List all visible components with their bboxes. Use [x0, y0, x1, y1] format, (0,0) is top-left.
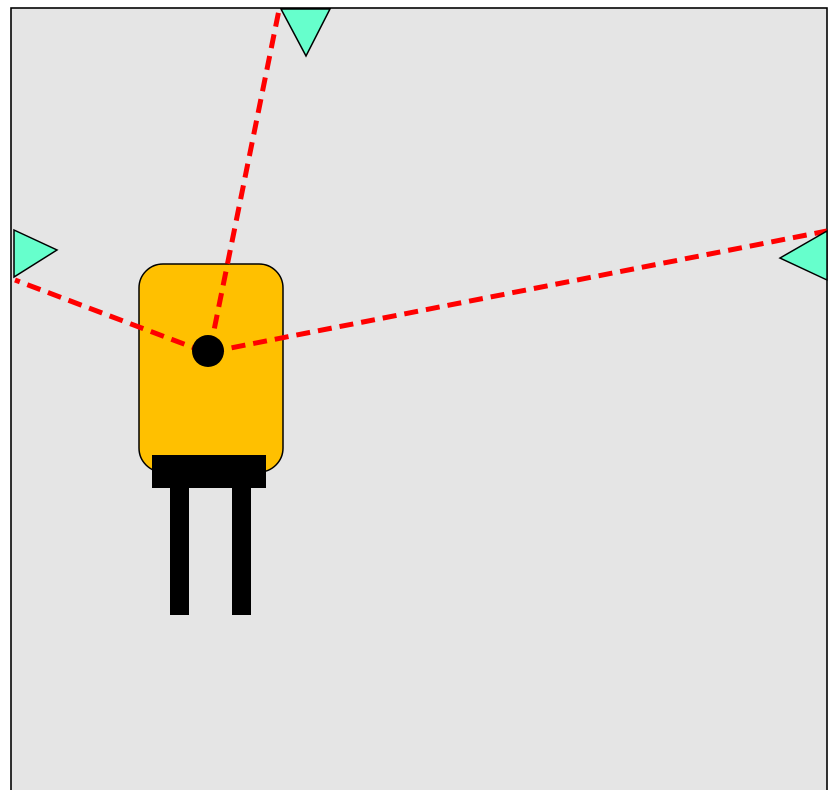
robot-wheel-base-front [152, 455, 266, 488]
bearing-lines [14, 9, 828, 355]
robot-center [192, 335, 224, 367]
beacon-right [778, 229, 828, 282]
bearing-line-left [14, 277, 206, 355]
robot-wheel-right [232, 480, 251, 615]
bearing-line-right [209, 228, 828, 355]
bearing-line-top [207, 9, 282, 351]
beacon-left [13, 228, 59, 279]
beacon-top [279, 8, 332, 58]
robot-body [138, 263, 284, 473]
field [10, 7, 828, 790]
robot-wheel-left [170, 480, 189, 615]
